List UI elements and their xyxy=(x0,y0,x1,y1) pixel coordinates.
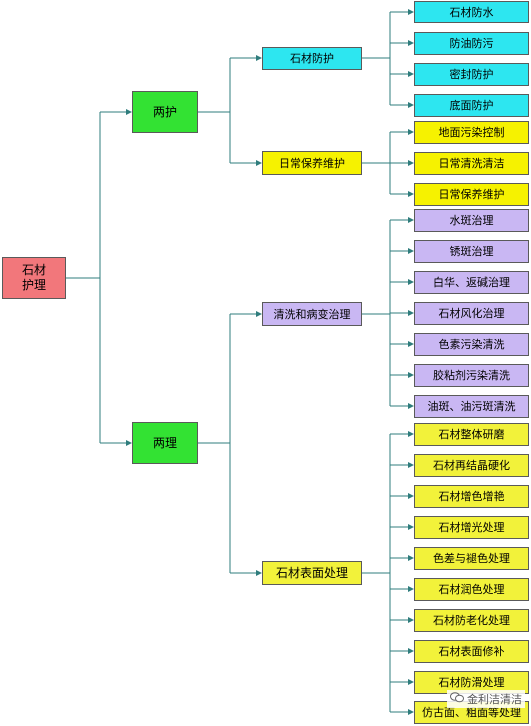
node-daily-maintenance: 日常保养维护 xyxy=(262,151,362,175)
leaf-bottom-protection: 底面防护 xyxy=(414,94,529,117)
leaf-adhesive-cleaning: 胶粘剂污染清洗 xyxy=(414,364,529,387)
leaf-color-enhance: 石材增色增艳 xyxy=(414,485,529,508)
leaf-anti-aging: 石材防老化处理 xyxy=(414,609,529,632)
watermark: 金利洁清洁 xyxy=(447,690,525,708)
leaf-overall-grinding: 石材整体研磨 xyxy=(414,423,529,446)
leaf-oil-spot-cleaning: 油斑、油污斑清洗 xyxy=(414,395,529,418)
leaf-efflorescence: 白华、返碱治理 xyxy=(414,271,529,294)
node-two-treatments: 两理 xyxy=(132,422,198,464)
leaf-weathering: 石材风化治理 xyxy=(414,302,529,325)
wechat-icon xyxy=(450,692,464,706)
leaf-color-difference: 色差与褪色处理 xyxy=(414,547,529,570)
node-stone-protection: 石材防护 xyxy=(262,47,362,70)
root-label-line2: 护理 xyxy=(21,278,46,292)
leaf-seal-protection: 密封防护 xyxy=(414,63,529,86)
leaf-daily-maintenance: 日常保养维护 xyxy=(414,183,529,206)
leaf-rust-spot: 锈斑治理 xyxy=(414,240,529,263)
leaf-oil-stain-proof: 防油防污 xyxy=(414,32,529,55)
leaf-daily-cleaning: 日常清洗清洁 xyxy=(414,152,529,175)
leaf-gloss-treatment: 石材增光处理 xyxy=(414,516,529,539)
root-label-line1: 石材 xyxy=(21,263,46,277)
leaf-anti-slip: 石材防滑处理 xyxy=(414,671,529,694)
watermark-text: 金利洁清洁 xyxy=(467,693,522,706)
root-node: 石材 护理 xyxy=(2,257,66,299)
leaf-waterproof: 石材防水 xyxy=(414,1,529,23)
leaf-surface-repair: 石材表面修补 xyxy=(414,640,529,663)
leaf-pigment-cleaning: 色素污染清洗 xyxy=(414,333,529,356)
node-surface-treatment: 石材表面处理 xyxy=(262,561,362,585)
node-cleaning-lesions: 清洗和病变治理 xyxy=(262,302,362,326)
leaf-recrystallization: 石材再结晶硬化 xyxy=(414,454,529,477)
node-two-protections: 两护 xyxy=(132,91,198,133)
leaf-water-spot: 水斑治理 xyxy=(414,209,529,232)
leaf-floor-pollution-control: 地面污染控制 xyxy=(414,121,529,144)
leaf-tinting: 石材润色处理 xyxy=(414,578,529,601)
